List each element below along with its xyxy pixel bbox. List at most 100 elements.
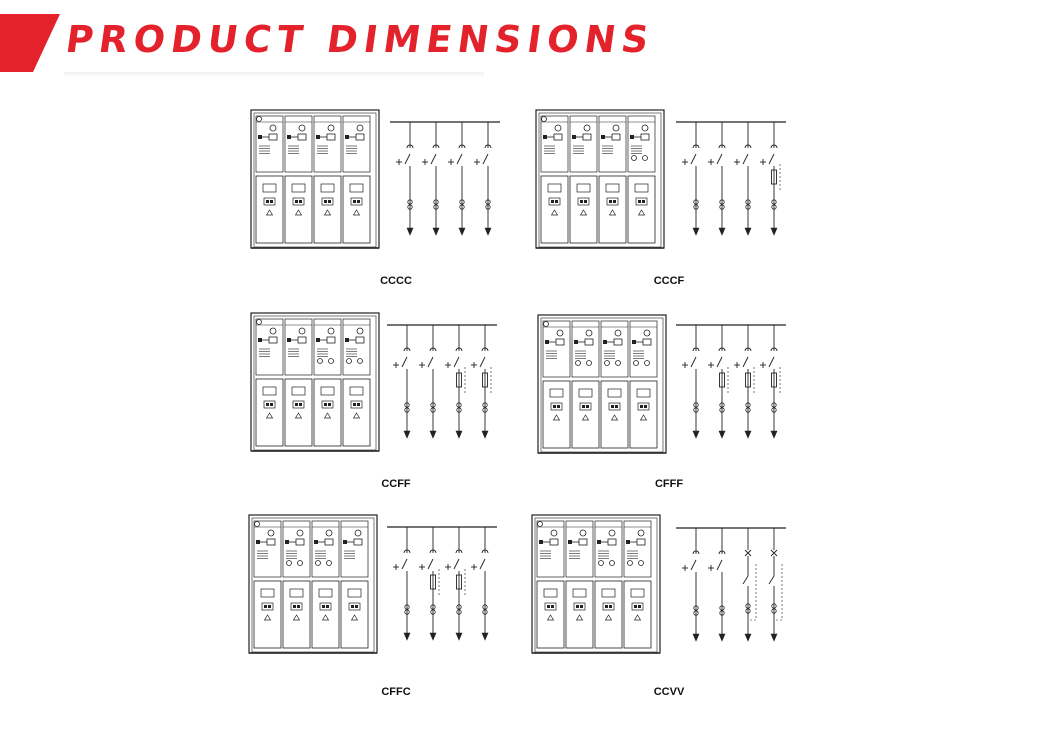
unit-upper-C bbox=[255, 115, 284, 173]
config-label-4: CFFC bbox=[381, 686, 411, 698]
outgoing-arrow-icon bbox=[406, 227, 414, 236]
outgoing-arrow-icon bbox=[429, 430, 437, 439]
warning-icon bbox=[575, 614, 584, 621]
panel-frame bbox=[250, 312, 380, 452]
panel-frame bbox=[248, 514, 378, 654]
unit-upper-C bbox=[284, 318, 313, 376]
unit-lower-C bbox=[536, 580, 565, 649]
warning-icon bbox=[292, 614, 301, 621]
unit-lower-F bbox=[342, 378, 371, 447]
warning-icon bbox=[265, 412, 274, 419]
warning-icon bbox=[633, 614, 642, 621]
configuration-cccc bbox=[250, 109, 500, 249]
outgoing-arrow-icon bbox=[770, 633, 778, 642]
warning-icon bbox=[637, 209, 646, 216]
outgoing-arrow-icon bbox=[692, 227, 700, 236]
warning-icon bbox=[263, 614, 272, 621]
warning-icon bbox=[550, 209, 559, 216]
config-label-2: CCFF bbox=[381, 478, 411, 490]
warning-icon bbox=[265, 209, 274, 216]
unit-upper-F bbox=[571, 320, 600, 378]
fuse-icon bbox=[456, 372, 462, 388]
unit-lower-C bbox=[598, 175, 627, 244]
fuse-icon bbox=[719, 372, 725, 388]
unit-lower-F bbox=[311, 580, 340, 649]
unit-upper-C bbox=[536, 520, 565, 578]
config-label-5: CCVV bbox=[653, 686, 685, 698]
unit-lower-C bbox=[542, 380, 571, 449]
unit-upper-C bbox=[569, 115, 598, 173]
fuse-icon bbox=[456, 574, 462, 590]
configuration-cffc bbox=[248, 514, 497, 654]
unit-upper-C bbox=[540, 115, 569, 173]
outgoing-arrow-icon bbox=[744, 633, 752, 642]
breaker-x-icon bbox=[744, 549, 752, 557]
unit-upper-F bbox=[627, 115, 656, 173]
outgoing-arrow-icon bbox=[718, 227, 726, 236]
unit-upper-C bbox=[342, 115, 371, 173]
unit-upper-F bbox=[629, 320, 658, 378]
unit-upper-F bbox=[600, 320, 629, 378]
unit-lower-V bbox=[623, 580, 652, 649]
unit-upper-F bbox=[313, 318, 342, 376]
unit-lower-F bbox=[282, 580, 311, 649]
config-label-3: CFFF bbox=[654, 478, 684, 490]
unit-lower-C bbox=[342, 175, 371, 244]
unit-lower-C bbox=[569, 175, 598, 244]
outgoing-arrow-icon bbox=[432, 227, 440, 236]
warning-icon bbox=[604, 614, 613, 621]
fuse-icon bbox=[482, 372, 488, 388]
unit-upper-C bbox=[284, 115, 313, 173]
unit-lower-F bbox=[313, 378, 342, 447]
configuration-ccff bbox=[250, 312, 497, 452]
unit-lower-C bbox=[253, 580, 282, 649]
unit-lower-F bbox=[629, 380, 658, 449]
fuse-icon bbox=[771, 169, 777, 185]
panel-frame bbox=[250, 109, 380, 249]
outgoing-arrow-icon bbox=[455, 632, 463, 641]
outgoing-arrow-icon bbox=[770, 430, 778, 439]
outgoing-arrow-icon bbox=[770, 227, 778, 236]
unit-upper-C bbox=[313, 115, 342, 173]
warning-icon bbox=[350, 614, 359, 621]
configuration-cccf bbox=[535, 109, 786, 249]
title-underline bbox=[64, 72, 484, 78]
warning-icon bbox=[294, 209, 303, 216]
outgoing-arrow-icon bbox=[403, 632, 411, 641]
breaker-x-icon bbox=[770, 549, 778, 557]
configuration-ccvv bbox=[531, 514, 786, 654]
outgoing-arrow-icon bbox=[429, 632, 437, 641]
unit-lower-C bbox=[284, 175, 313, 244]
warning-icon bbox=[579, 209, 588, 216]
unit-lower-F bbox=[600, 380, 629, 449]
outgoing-arrow-icon bbox=[481, 430, 489, 439]
warning-icon bbox=[321, 614, 330, 621]
warning-icon bbox=[639, 414, 648, 421]
unit-upper-F bbox=[311, 520, 340, 578]
outgoing-arrow-icon bbox=[744, 430, 752, 439]
outgoing-arrow-icon bbox=[744, 227, 752, 236]
unit-lower-C bbox=[565, 580, 594, 649]
warning-icon bbox=[323, 209, 332, 216]
outgoing-arrow-icon bbox=[692, 430, 700, 439]
config-label-0: CCCC bbox=[380, 275, 412, 287]
unit-lower-C bbox=[284, 378, 313, 447]
unit-upper-F bbox=[282, 520, 311, 578]
warning-icon bbox=[610, 414, 619, 421]
unit-lower-V bbox=[594, 580, 623, 649]
unit-upper-C bbox=[253, 520, 282, 578]
unit-upper-V bbox=[594, 520, 623, 578]
warning-icon bbox=[546, 614, 555, 621]
outgoing-arrow-icon bbox=[718, 633, 726, 642]
unit-upper-C bbox=[255, 318, 284, 376]
outgoing-arrow-icon bbox=[455, 430, 463, 439]
warning-icon bbox=[352, 209, 361, 216]
panel-frame bbox=[531, 514, 661, 654]
unit-upper-C bbox=[542, 320, 571, 378]
warning-icon bbox=[552, 414, 561, 421]
outgoing-arrow-icon bbox=[403, 430, 411, 439]
fuse-icon bbox=[745, 372, 751, 388]
warning-icon bbox=[352, 412, 361, 419]
warning-icon bbox=[294, 412, 303, 419]
